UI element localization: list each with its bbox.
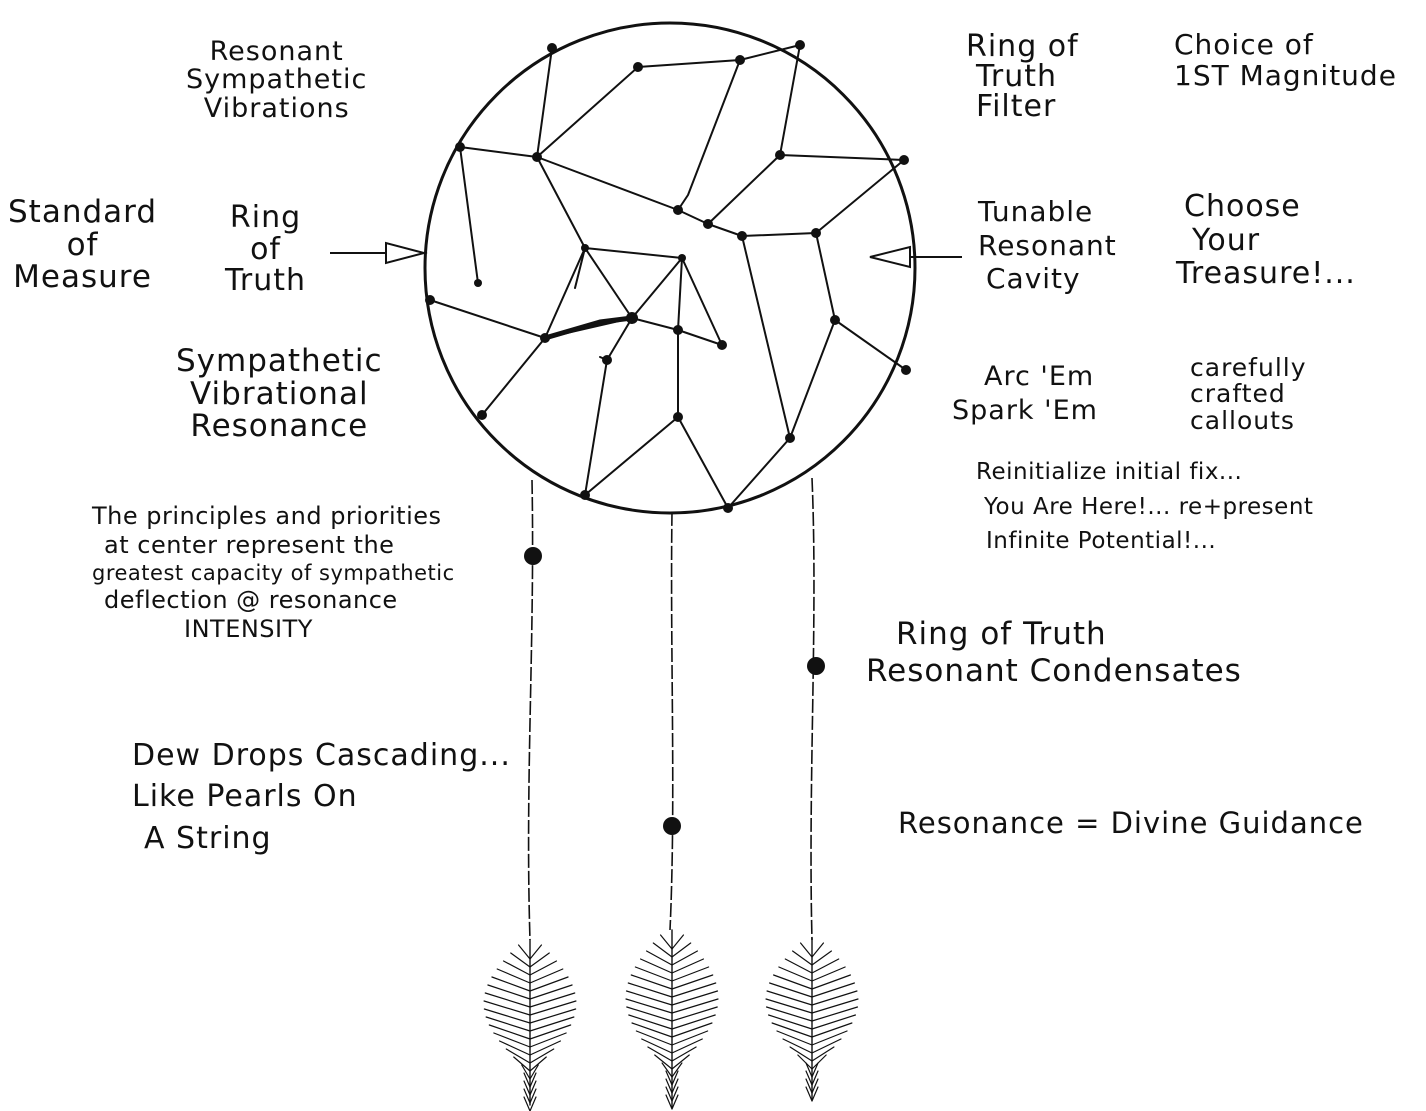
label-choose-your-treasure: Choose Your Treasure!...: [1176, 190, 1356, 291]
hoop-ring: [425, 23, 915, 513]
label-dew-drops: Dew Drops Cascading... Like Pearls On A …: [132, 735, 511, 859]
label-ring-of-truth-condensates: Ring of Truth Resonant Condensates: [866, 616, 1242, 689]
label-standard-of-measure: Standard of Measure: [8, 196, 157, 294]
left-bead: [524, 547, 542, 565]
right-string: [811, 478, 814, 940]
center-feather: [626, 930, 718, 1109]
arrow-left-to-ring: [330, 243, 424, 263]
label-arc-spark: Arc 'Em Spark 'Em: [952, 360, 1098, 428]
right-feather: [766, 938, 858, 1101]
label-ring-of-truth-left: Ring of Truth: [225, 202, 306, 297]
label-center-principles: The principles and priorities at center …: [92, 502, 455, 645]
label-ring-of-truth-filter: Ring of Truth Filter: [966, 32, 1079, 122]
label-reinitialize: Reinitialize initial fix... You Are Here…: [976, 455, 1313, 559]
label-resonant-sympathetic-vibrations: Resonant Sympathetic Vibrations: [186, 38, 367, 123]
center-bead: [663, 817, 681, 835]
label-resonance-divine-guidance: Resonance = Divine Guidance: [898, 808, 1364, 838]
center-string: [670, 512, 673, 930]
label-tunable-resonant-cavity: Tunable Resonant Cavity: [978, 195, 1117, 296]
web-strands: [430, 45, 906, 508]
right-bead: [807, 657, 825, 675]
left-feather: [484, 940, 576, 1111]
label-choice-of-first-magnitude: Choice of 1ST Magnitude: [1174, 30, 1397, 92]
label-sympathetic-vibrational-resonance: Sympathetic Vibrational Resonance: [176, 345, 383, 443]
label-carefully-crafted-callouts: carefully crafted callouts: [1190, 355, 1307, 434]
